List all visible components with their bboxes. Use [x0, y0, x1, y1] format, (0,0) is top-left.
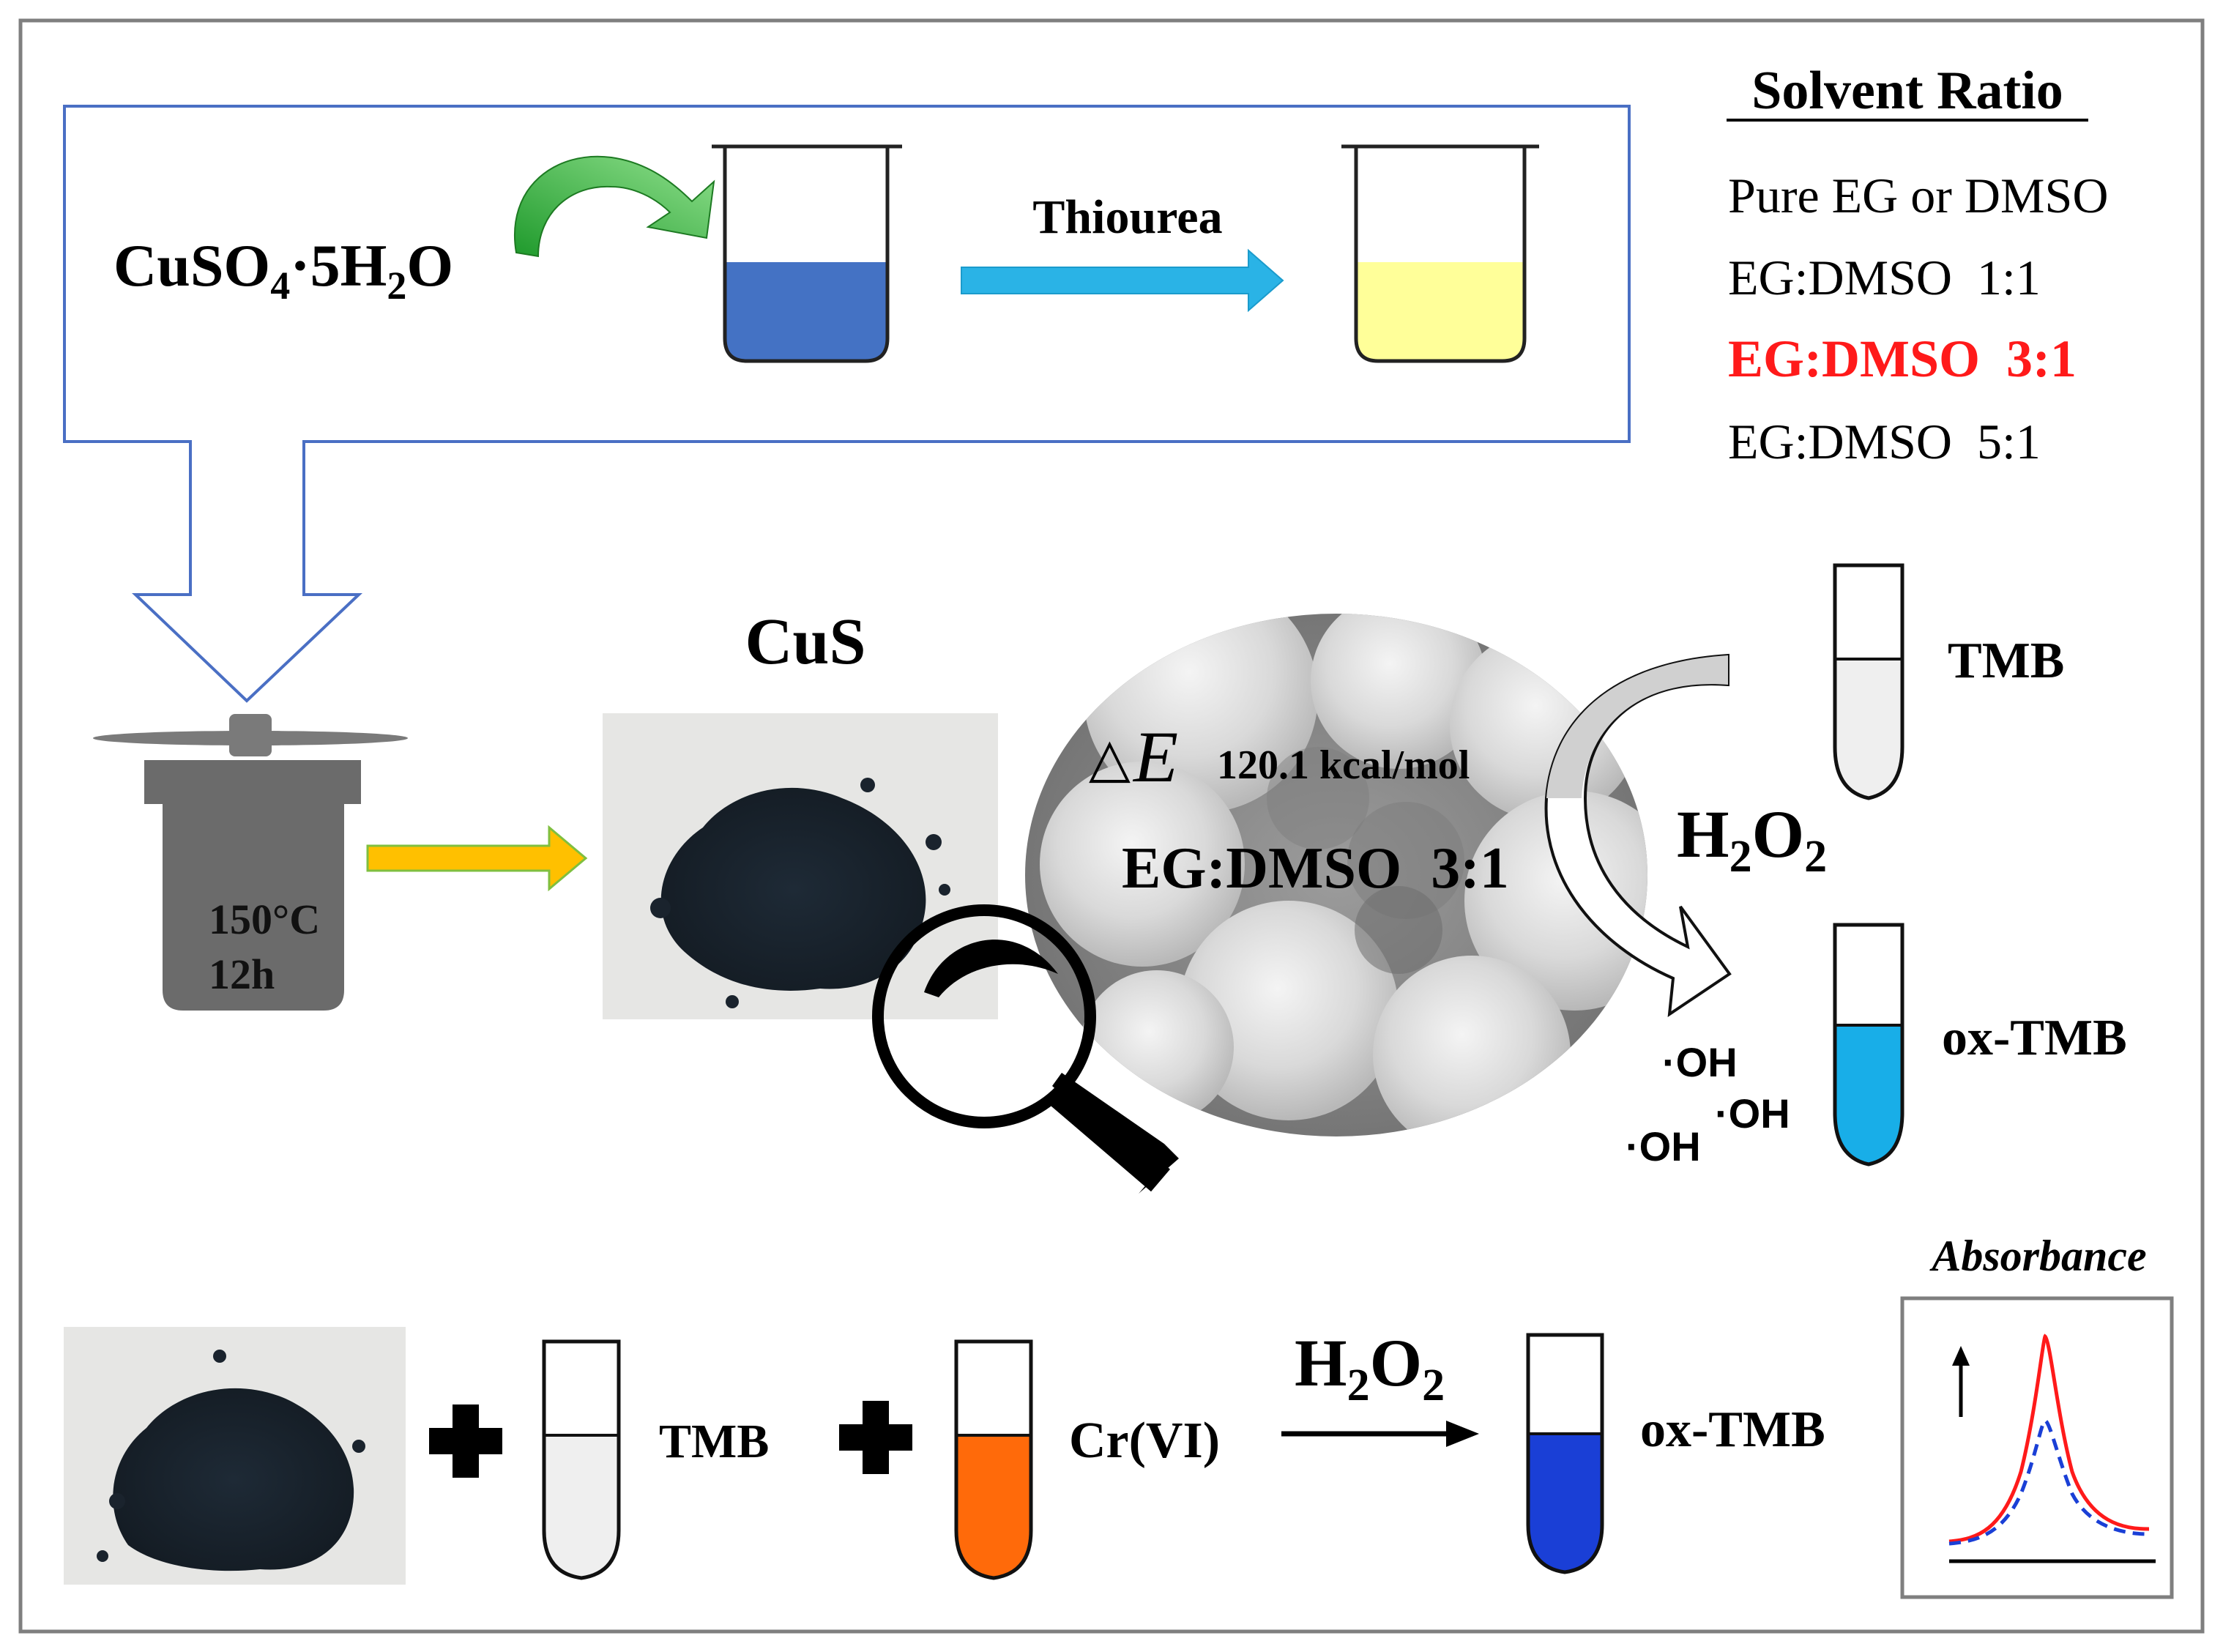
solvent-option-1: Pure EG or DMSO: [1728, 168, 2108, 223]
ox-tmb-label-bottom: ox-TMB: [1640, 1402, 1825, 1458]
plus-icon: [839, 1401, 912, 1474]
tmb-tube-bottom: [542, 1339, 621, 1580]
cus-powder-photo: [603, 713, 998, 1019]
tmb-label-bottom: TMB: [659, 1415, 769, 1468]
solvent-option-4: EG:DMSO 5:1: [1728, 414, 2041, 469]
reaction-arrow: [1281, 1421, 1479, 1447]
cr-vi-tube: [954, 1339, 1033, 1580]
reaction-curve-arrow: [1544, 653, 1732, 1018]
solvent-option-3: EG:DMSO 3:1: [1728, 330, 2077, 388]
radical-oh-1: ·OH: [1662, 1039, 1738, 1085]
reagent-formula: CuSO4·5H2O: [113, 232, 453, 308]
orange-arrow: [366, 825, 588, 892]
h2o2-label-bottom: H2O2: [1295, 1325, 1445, 1410]
reactor-temperature: 150°C: [209, 896, 320, 943]
beaker-yellow: [1341, 144, 1539, 363]
radical-oh-2: ·OH: [1715, 1090, 1790, 1136]
bottom-powder-photo: [64, 1327, 406, 1585]
reactor-time: 12h: [209, 950, 275, 998]
ox-tmb-tube-bottom: [1526, 1333, 1604, 1574]
absorbance-label: Absorbance: [1929, 1232, 2146, 1280]
radical-oh-3: ·OH: [1626, 1123, 1701, 1169]
autoclave-reactor: 150°C 12h: [93, 714, 408, 1011]
solvent-option-2: EG:DMSO 1:1: [1728, 250, 2041, 305]
ox-tmb-tube: [1833, 923, 1904, 1167]
absorbance-curve-high: [1948, 1333, 2150, 1544]
energy-value: 120.1 kcal/mol: [1217, 743, 1470, 788]
cr-vi-label: Cr(VI): [1069, 1413, 1220, 1469]
green-curved-arrow: [514, 155, 715, 258]
magnifier-icon: [872, 904, 1179, 1194]
beaker-blue: [712, 144, 902, 363]
cus-label: CuS: [745, 606, 865, 678]
synthesis-box-outline: [63, 105, 1631, 703]
absorbance-plot: [1900, 1296, 2174, 1599]
tmb-label: TMB: [1948, 633, 2064, 689]
energy-symbol: E: [1132, 716, 1178, 797]
delta-symbol: △: [1089, 729, 1131, 789]
solvent-ratio-title: Solvent Ratio: [1751, 61, 2063, 121]
sem-condition: EG:DMSO 3:1: [1122, 836, 1509, 901]
thiourea-label: Thiourea: [1032, 190, 1222, 244]
cyan-arrow: [961, 248, 1284, 313]
tmb-tube: [1833, 563, 1904, 800]
arrow-up-icon: [1952, 1346, 1970, 1417]
plus-icon: [429, 1404, 502, 1478]
ox-tmb-label: ox-TMB: [1942, 1010, 2127, 1066]
h2o2-label: H2O2: [1677, 797, 1827, 882]
